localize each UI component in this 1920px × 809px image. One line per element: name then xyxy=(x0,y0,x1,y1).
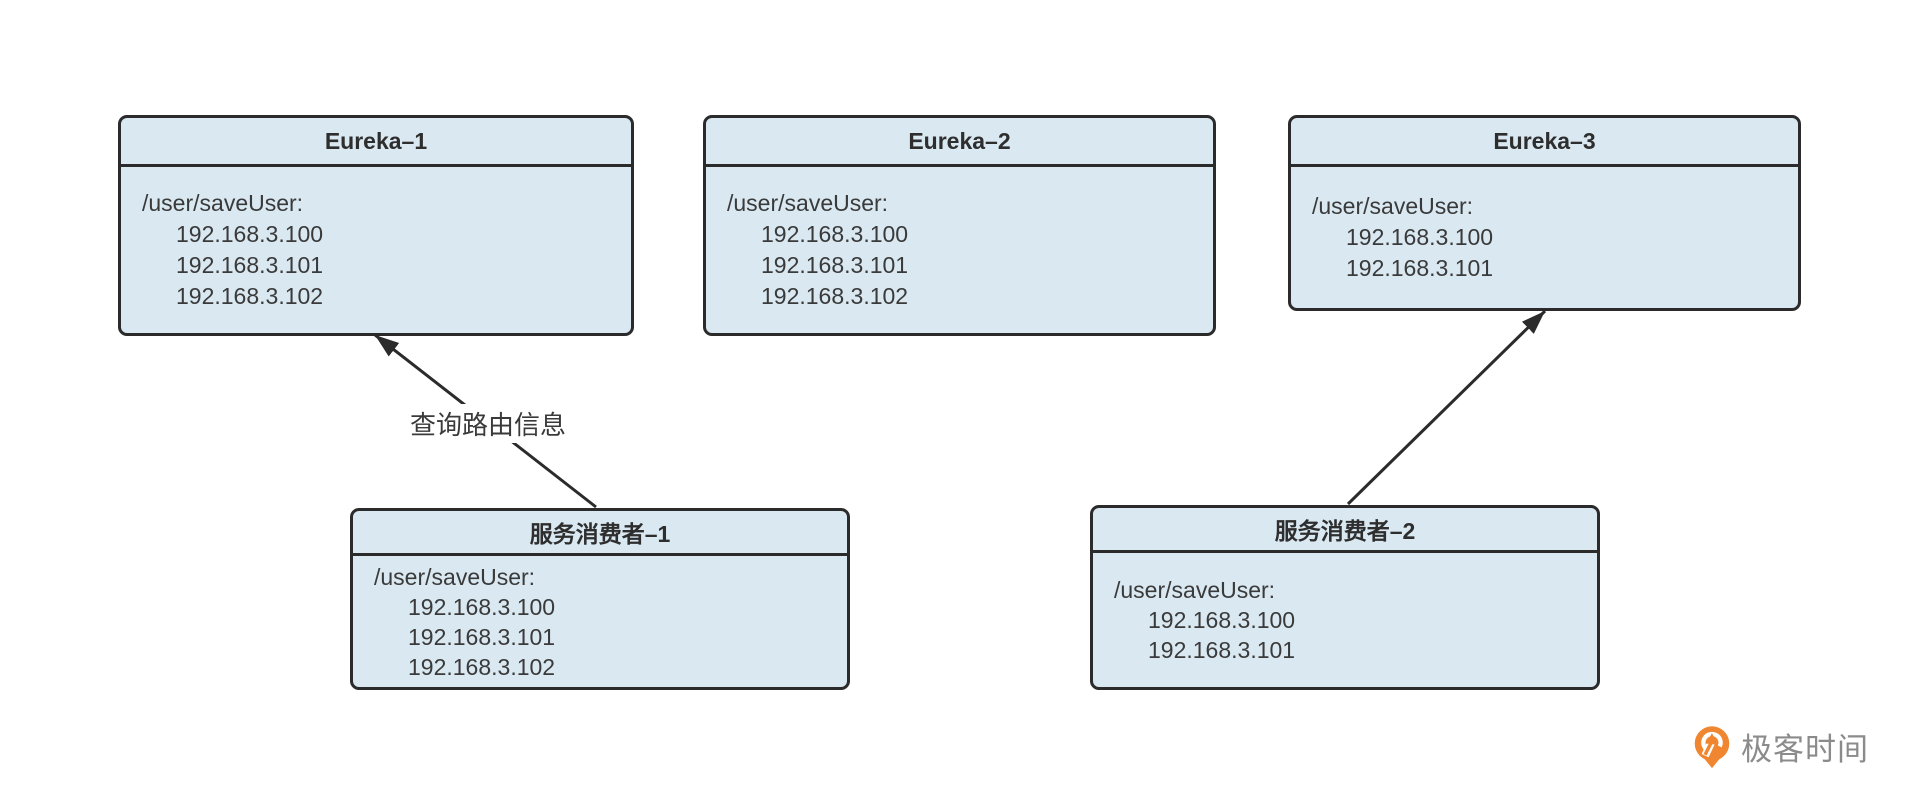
node-title: Eureka–3 xyxy=(1291,118,1798,167)
node-service-consumer-2: 服务消费者–2 /user/saveUser: 192.168.3.100 19… xyxy=(1090,505,1600,690)
ip-address: 192.168.3.100 xyxy=(176,221,324,247)
node-eureka-3: Eureka–3 /user/saveUser: 192.168.3.100 1… xyxy=(1288,115,1801,311)
ip-address: 192.168.3.101 xyxy=(176,252,324,278)
node-eureka-1: Eureka–1 /user/saveUser: 192.168.3.100 1… xyxy=(118,115,634,336)
edge-label-query-routing: 查询路由信息 xyxy=(403,404,574,443)
node-title: Eureka–2 xyxy=(706,118,1213,167)
geektime-logo: 极客时间 xyxy=(1693,724,1869,769)
ip-address: 192.168.3.101 xyxy=(408,623,556,650)
ip-address: 192.168.3.101 xyxy=(761,252,909,278)
route-path: /user/saveUser: xyxy=(1114,577,1276,603)
ip-address: 192.168.3.102 xyxy=(176,283,324,309)
node-body: /user/saveUser: 192.168.3.100 192.168.3.… xyxy=(353,556,847,687)
ip-address: 192.168.3.100 xyxy=(1148,607,1296,633)
ip-address: 192.168.3.100 xyxy=(761,221,909,247)
arrow-consumer2-to-eureka3 xyxy=(1346,309,1547,506)
node-title: 服务消费者–2 xyxy=(1093,508,1597,553)
geektime-logo-text: 极客时间 xyxy=(1741,732,1869,767)
node-eureka-2: Eureka–2 /user/saveUser: 192.168.3.100 1… xyxy=(703,115,1216,336)
ip-address: 192.168.3.100 xyxy=(1346,224,1494,250)
ip-address: 192.168.3.101 xyxy=(1346,255,1494,281)
ip-address: 192.168.3.100 xyxy=(408,593,556,620)
route-path: /user/saveUser: xyxy=(142,190,304,216)
node-body: /user/saveUser: 192.168.3.100 192.168.3.… xyxy=(706,167,1213,333)
node-body: /user/saveUser: 192.168.3.100 192.168.3.… xyxy=(1093,553,1597,687)
route-path: /user/saveUser: xyxy=(1312,193,1474,219)
node-body: /user/saveUser: 192.168.3.100 192.168.3.… xyxy=(1291,167,1798,308)
node-title: 服务消费者–1 xyxy=(353,511,847,556)
node-service-consumer-1: 服务消费者–1 /user/saveUser: 192.168.3.100 19… xyxy=(350,508,850,690)
node-title: Eureka–1 xyxy=(121,118,631,167)
geektime-pin-icon xyxy=(1694,725,1730,768)
route-path: /user/saveUser: xyxy=(374,563,536,590)
ip-address: 192.168.3.102 xyxy=(408,653,556,680)
node-body: /user/saveUser: 192.168.3.100 192.168.3.… xyxy=(121,167,631,333)
ip-address: 192.168.3.101 xyxy=(1148,637,1296,663)
ip-address: 192.168.3.102 xyxy=(761,283,909,309)
route-path: /user/saveUser: xyxy=(727,190,889,216)
